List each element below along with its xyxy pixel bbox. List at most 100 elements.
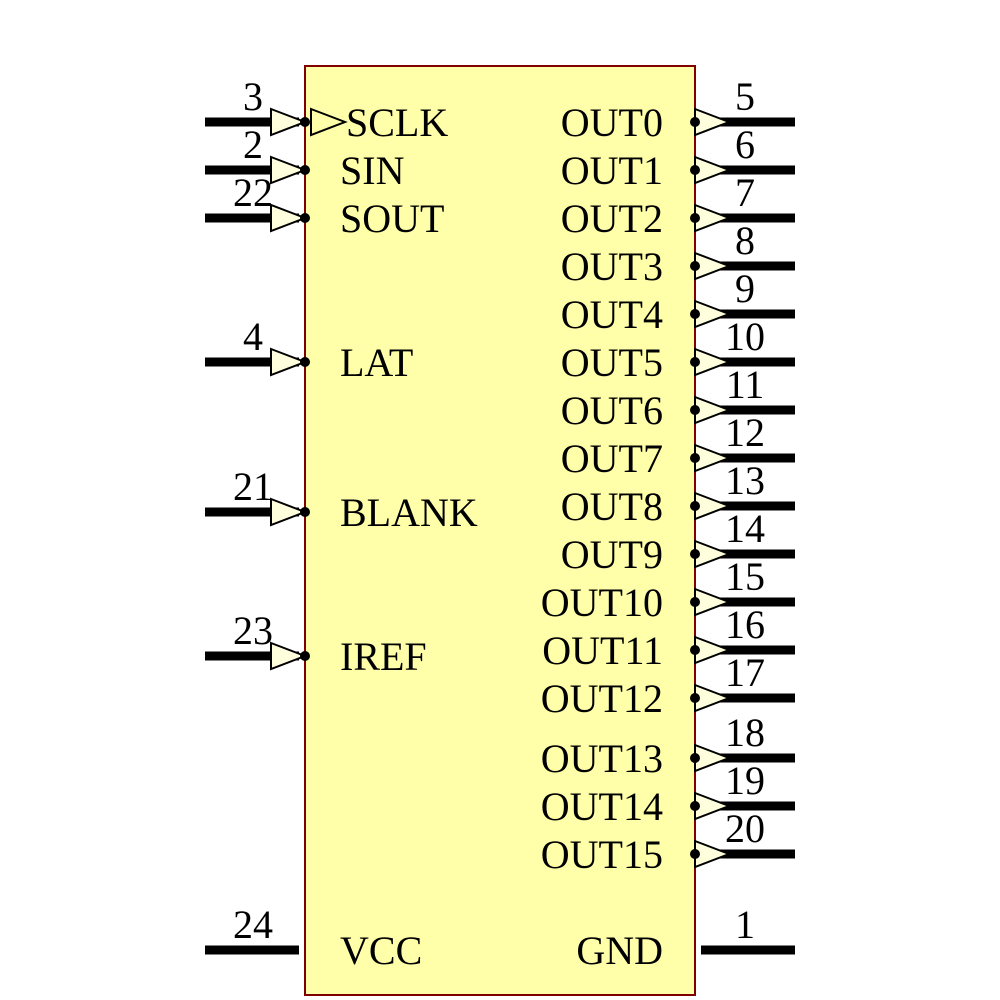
- pin-number: 9: [735, 266, 755, 311]
- pin-blank[interactable]: BLANK 21: [205, 464, 478, 535]
- pin-number: 1: [735, 902, 755, 947]
- pin-label: SIN: [340, 148, 404, 193]
- pin-number: 21: [233, 464, 273, 509]
- pin-out4[interactable]: OUT4 9: [561, 266, 795, 337]
- pin-out2[interactable]: OUT2 7: [561, 170, 795, 241]
- chip-body-outline: [304, 65, 696, 996]
- pin-label: OUT6: [561, 388, 663, 433]
- pin-label: LAT: [340, 340, 413, 385]
- pin-label: OUT10: [541, 580, 663, 625]
- direction-arrow-icon: [270, 107, 308, 137]
- pin-number: 6: [735, 122, 755, 167]
- direction-arrow-icon: [270, 497, 308, 527]
- pin-number: 12: [725, 410, 765, 455]
- pin-connection-dot: [690, 165, 700, 175]
- pin-connection-dot: [300, 651, 310, 661]
- pin-label: OUT5: [561, 340, 663, 385]
- pin-connection-dot: [690, 453, 700, 463]
- direction-arrow-icon: [270, 155, 308, 185]
- pin-out1[interactable]: OUT1 6: [561, 122, 795, 193]
- pin-connection-dot: [300, 117, 310, 127]
- pin-label: OUT11: [542, 628, 663, 673]
- pin-connection-dot: [300, 213, 310, 223]
- pin-number: 23: [233, 608, 273, 653]
- clock-edge-arrow-icon: [310, 107, 348, 137]
- pin-connection-dot: [690, 117, 700, 127]
- pin-number: 19: [725, 758, 765, 803]
- pin-number: 5: [735, 74, 755, 119]
- pin-connection-dot: [690, 597, 700, 607]
- pin-number: 14: [725, 506, 765, 551]
- pin-number: 2: [243, 122, 263, 167]
- pin-number: 11: [726, 362, 765, 407]
- pin-gnd[interactable]: GND 1: [576, 902, 795, 973]
- pin-connection-dot: [690, 309, 700, 319]
- pin-connection-dot: [300, 357, 310, 367]
- pin-number: 20: [725, 806, 765, 851]
- pin-label: OUT12: [541, 676, 663, 721]
- pin-number: 16: [725, 602, 765, 647]
- pin-connection-dot: [690, 693, 700, 703]
- pin-out15[interactable]: OUT15 20: [541, 806, 795, 877]
- pin-number: 8: [735, 218, 755, 263]
- pin-vcc[interactable]: VCC 24: [205, 902, 422, 973]
- pin-label: OUT3: [561, 244, 663, 289]
- pin-sout[interactable]: SOUT 22: [205, 170, 444, 241]
- pin-label: OUT9: [561, 532, 663, 577]
- direction-arrow-icon: [270, 641, 308, 671]
- pin-label: OUT15: [541, 832, 663, 877]
- pin-number: 17: [725, 650, 765, 695]
- pin-connection-dot: [690, 849, 700, 859]
- pin-out0[interactable]: OUT0 5: [561, 74, 795, 145]
- pin-connection-dot: [690, 753, 700, 763]
- pin-connection-dot: [690, 405, 700, 415]
- pin-label: OUT7: [561, 436, 663, 481]
- pin-label: OUT2: [561, 196, 663, 241]
- pin-number: 3: [243, 74, 263, 119]
- pin-number: 24: [233, 902, 273, 947]
- pin-label: OUT0: [561, 100, 663, 145]
- pin-connection-dot: [300, 165, 310, 175]
- pin-number: 10: [725, 314, 765, 359]
- pin-label: OUT4: [561, 292, 663, 337]
- pin-out3[interactable]: OUT3 8: [561, 218, 795, 289]
- pin-number: 15: [725, 554, 765, 599]
- pin-number: 18: [725, 710, 765, 755]
- pin-out12[interactable]: OUT12 17: [541, 650, 795, 721]
- pin-out14[interactable]: OUT14 19: [541, 758, 795, 829]
- pin-out13[interactable]: OUT13 18: [541, 710, 795, 781]
- direction-arrow-icon: [270, 347, 308, 377]
- pin-number: 22: [233, 170, 273, 215]
- pin-out11[interactable]: OUT11 16: [542, 602, 795, 673]
- pin-label: SCLK: [346, 100, 448, 145]
- pin-out5[interactable]: OUT5 10: [561, 314, 795, 385]
- pin-label: OUT13: [541, 736, 663, 781]
- direction-arrow-icon: [270, 203, 308, 233]
- right-pin-group: OUT05OUT16OUT27OUT38OUT49OUT510OUT611OUT…: [541, 74, 795, 973]
- pin-connection-dot: [690, 645, 700, 655]
- pin-out7[interactable]: OUT7 12: [561, 410, 795, 481]
- pin-label: SOUT: [340, 196, 444, 241]
- pin-label: OUT8: [561, 484, 663, 529]
- pin-label: GND: [576, 928, 663, 973]
- pin-label: VCC: [340, 928, 422, 973]
- pin-sclk[interactable]: SCLK 3: [205, 74, 448, 145]
- pin-label: OUT14: [541, 784, 663, 829]
- pin-sin[interactable]: SIN 2: [205, 122, 404, 193]
- pin-out9[interactable]: OUT9 14: [561, 506, 795, 577]
- pin-out10[interactable]: OUT10 15: [541, 554, 795, 625]
- pin-connection-dot: [690, 213, 700, 223]
- pin-label: OUT1: [561, 148, 663, 193]
- pin-connection-dot: [690, 357, 700, 367]
- pin-connection-dot: [690, 801, 700, 811]
- pin-out6[interactable]: OUT6 11: [561, 362, 795, 433]
- pin-number: 7: [735, 170, 755, 215]
- pin-label: BLANK: [340, 490, 478, 535]
- pin-connection-dot: [300, 507, 310, 517]
